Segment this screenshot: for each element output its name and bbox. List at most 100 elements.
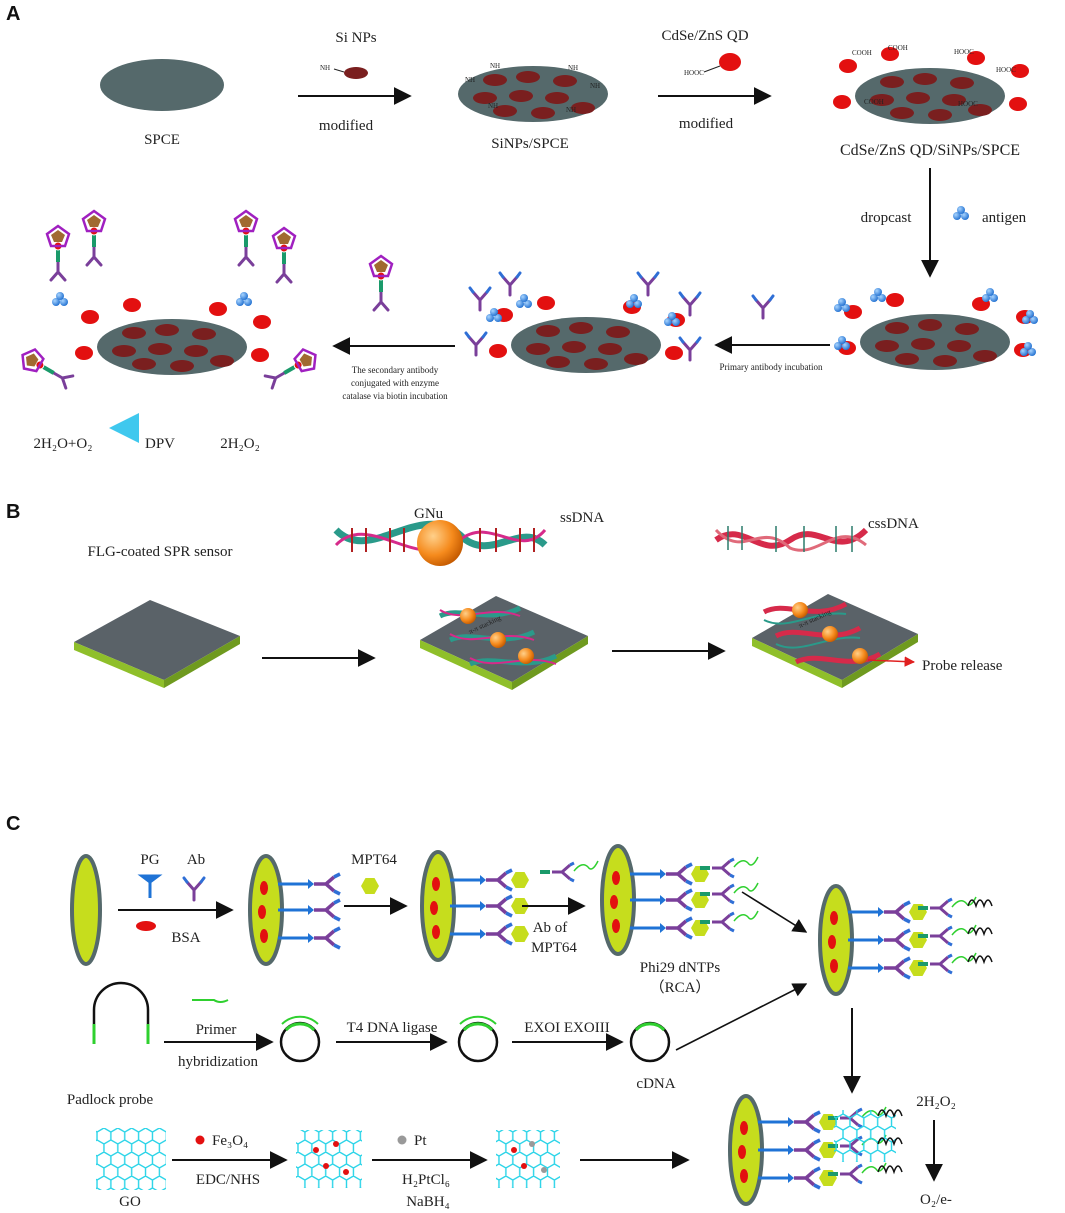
phi29-label: Phi29 dNTPs	[640, 960, 721, 976]
primary-antibody-icon	[751, 294, 775, 320]
go-fe3o4-sheet	[296, 1130, 362, 1188]
modified-label-2: modified	[679, 116, 734, 132]
nh-group-label: NH	[320, 64, 330, 72]
bsa-icon	[136, 921, 156, 931]
secondary-label-1: The secondary antibody	[352, 365, 439, 375]
o2e-label: O₂/e-	[920, 1192, 952, 1208]
substrate-label: 2H₂O₂	[220, 436, 260, 452]
antigen-icon	[953, 206, 969, 220]
hooc-label: HOOC	[684, 69, 704, 77]
spr-sensor-label: FLG-coated SPR sensor	[88, 544, 233, 560]
si-np-particle	[344, 67, 368, 79]
hybridized-circle	[279, 1015, 321, 1063]
ssdna-label: ssDNA	[560, 510, 604, 526]
qd-particle	[719, 53, 741, 71]
gnu-label: GNu	[414, 506, 444, 522]
cssdna-helix	[714, 526, 869, 552]
nh-label: NH	[488, 102, 498, 110]
spce-label: SPCE	[144, 132, 180, 148]
hooc-label: HOOC	[954, 48, 974, 56]
cdna-circle	[629, 1021, 671, 1063]
cdna-label: cDNA	[636, 1076, 675, 1092]
secondary-label-2: conjugated with enzyme	[351, 378, 439, 388]
panel-c: C PG Ab BSA MPT64 Ab of MPT64	[6, 813, 993, 1210]
go-label: GO	[119, 1194, 141, 1210]
product-label: 2H₂O+O₂	[34, 436, 93, 452]
padlock-probe-label: Padlock probe	[67, 1092, 154, 1108]
mpt64-label: MPT64	[351, 852, 397, 868]
disc-mpt64	[420, 850, 529, 962]
nh-label: NH	[490, 62, 500, 70]
nh-label: NH	[465, 76, 475, 84]
cooh-label: COOH	[888, 44, 908, 52]
primer-label: Primer	[196, 1022, 237, 1038]
release-sensor-plate	[752, 594, 918, 688]
secondary-label-3: catalase via biotin incubation	[342, 391, 448, 401]
cssdna-label: cssDNA	[868, 516, 919, 532]
nh-label: NH	[566, 106, 576, 114]
nabh4-label: NaBH₄	[406, 1194, 450, 1210]
panel-b-label: B	[6, 501, 20, 523]
rca-label: （RCA）	[650, 979, 711, 996]
padlock-probe-arms	[92, 1024, 150, 1044]
qd-reagent-label: CdSe/ZnS QD	[661, 28, 748, 44]
nh-label: NH	[568, 64, 578, 72]
panel-c-label: C	[6, 813, 20, 835]
disc-rca	[818, 884, 993, 996]
fe3o4-label: Fe₃O₄	[212, 1133, 248, 1149]
spr-sensor-plate	[74, 600, 240, 688]
panel-a-label: A	[6, 3, 20, 25]
ssdna-sensor-plate	[420, 596, 588, 690]
panel-b: B FLG-coated SPR sensor GNu ssDNA	[6, 501, 1003, 690]
cooh-label: COOH	[864, 98, 884, 106]
secondary-antibody-icon	[368, 254, 394, 312]
ab-of-mpt64-label: MPT64	[531, 940, 577, 956]
go-fe3o4-pt-sheet	[496, 1130, 560, 1188]
spce-electrode	[100, 59, 224, 111]
dropcast-label: dropcast	[861, 210, 913, 226]
dpv-label: DPV	[145, 436, 175, 452]
disc-pg-ab	[248, 854, 342, 966]
qd-electrode	[833, 47, 1029, 124]
si-nps-label: Si NPs	[335, 30, 376, 46]
h2o2-label: 2H₂O₂	[916, 1094, 956, 1110]
mpt64-antigen-icon	[361, 878, 379, 894]
h2ptcl6-label: H₂PtCl₆	[402, 1172, 450, 1188]
primary-antibody-label: Primary antibody incubation	[720, 362, 823, 372]
ab-icon	[182, 876, 206, 902]
ab-label: Ab	[187, 852, 205, 868]
sandwich-electrode	[75, 298, 271, 375]
cooh-label: COOH	[852, 49, 872, 57]
arrow-to-rca	[741, 891, 808, 933]
nh-label: NH	[590, 82, 600, 90]
edc-label: EDC/NHS	[196, 1172, 260, 1188]
ligated-circle	[457, 1015, 499, 1063]
disc-detection	[600, 844, 760, 956]
hooc-label: HOOC	[958, 100, 978, 108]
fe3o4-icon	[195, 1135, 205, 1145]
sinps-spce-electrode	[458, 66, 608, 122]
pg-icon	[137, 874, 163, 898]
release-arrow	[867, 656, 916, 667]
bsa-label: BSA	[171, 930, 200, 946]
primer-icon	[192, 999, 229, 1003]
detection-antibody-icon	[538, 859, 600, 883]
disc-final	[728, 1094, 903, 1206]
hybridization-label: hybridization	[178, 1054, 258, 1070]
pg-label: PG	[140, 852, 159, 868]
pt-icon	[397, 1135, 407, 1145]
modified-label-1: modified	[319, 118, 374, 134]
t4-ligase-label: T4 DNA ligase	[347, 1020, 438, 1036]
arrow-cdna-to-rca	[675, 983, 808, 1051]
antigen-label: antigen	[982, 210, 1027, 226]
padlock-probe-icon	[92, 981, 150, 1044]
gnu-particle	[417, 520, 463, 566]
qd-electrode-label: CdSe/ZnS QD/SiNPs/SPCE	[840, 142, 1020, 159]
bare-disc	[70, 854, 102, 966]
go-sheet	[96, 1128, 166, 1190]
panel-a: A SPCE Si NPs NH modified NH NH NH NH NH…	[6, 3, 1038, 452]
sinps-spce-label: SiNPs/SPCE	[491, 136, 569, 152]
hooc-label: HOOC	[996, 66, 1016, 74]
ab-of-label: Ab of	[533, 920, 568, 936]
